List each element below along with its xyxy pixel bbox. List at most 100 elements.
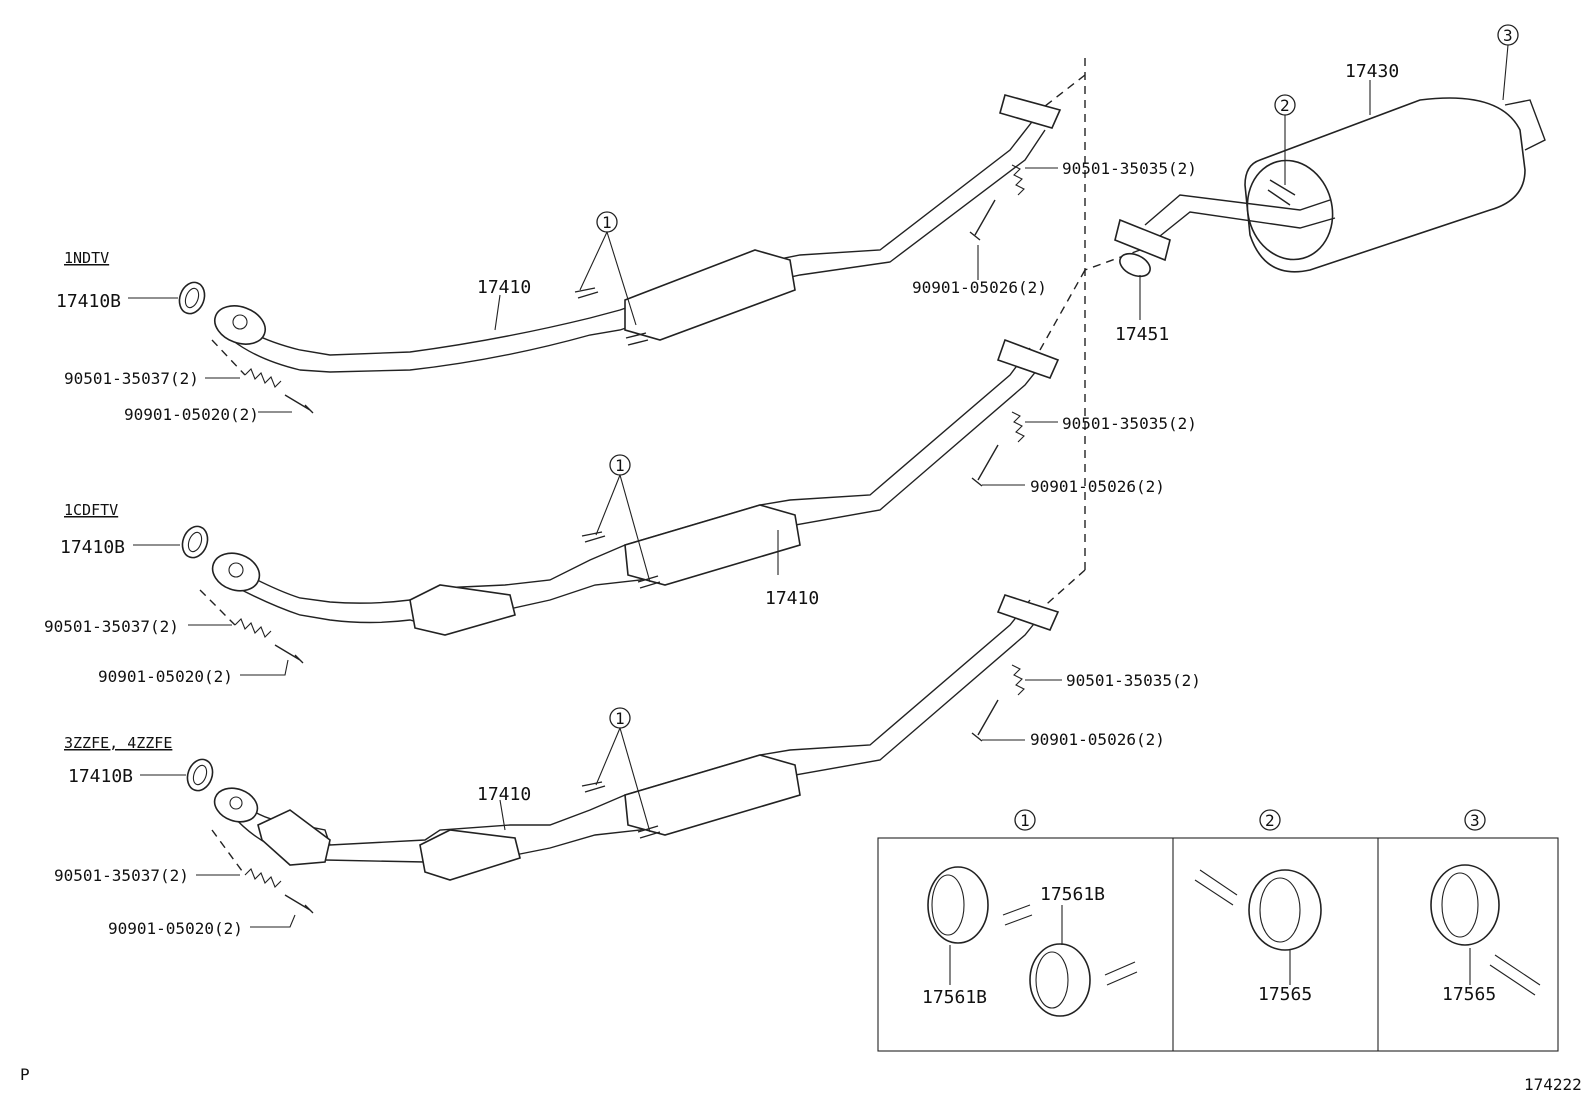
callout-number-1b: 1 <box>615 456 625 475</box>
dash-front-3 <box>211 829 246 876</box>
hanger-rod-3a <box>581 781 606 793</box>
callout-number-2: 2 <box>1280 96 1290 115</box>
callout-number-1a: 1 <box>602 213 612 232</box>
muffler-flange <box>1114 218 1171 262</box>
bolt-front-1-shape <box>284 394 314 414</box>
part-90501-35037-3: 90501-35037(2) <box>54 866 189 885</box>
front-flange-3 <box>213 787 259 823</box>
part-90501-35035-2: 90501-35035(2) <box>1062 414 1197 433</box>
rubber-hanger-4-face <box>1441 872 1479 938</box>
catalyst-3-front <box>257 809 331 866</box>
callout-leader-1c <box>595 727 651 833</box>
rear-flange-3 <box>996 594 1060 631</box>
leader-bolt-f-3 <box>250 914 296 928</box>
catalyst-body-1 <box>624 249 796 341</box>
part-90501-35035-1: 90501-35035(2) <box>1062 159 1197 178</box>
part-17565-b: 17565 <box>1442 984 1496 1005</box>
part-90901-05020-3: 90901-05020(2) <box>108 919 243 938</box>
flange-hole-1 <box>232 314 248 330</box>
part-17410-2: 17410 <box>765 588 819 609</box>
rubber-hanger-3-face <box>1259 877 1301 943</box>
dash-link-3 <box>1039 569 1086 611</box>
spring-front-3-shape <box>244 868 282 888</box>
bolt-front-2-shape <box>274 644 304 664</box>
callout-number-1c: 1 <box>615 709 625 728</box>
part-17561b-a: 17561B <box>1040 884 1105 905</box>
engine-label-2: 1CDFTV <box>64 501 118 519</box>
part-90901-05026-2: 90901-05026(2) <box>1030 477 1165 496</box>
gasket-ring-2-inner <box>187 531 203 553</box>
engine-label-1: 1NDTV <box>64 249 109 267</box>
gasket-ring-1-inner <box>184 287 200 309</box>
front-pipe-2-b <box>231 359 1046 631</box>
detail-callout-1 <box>1014 809 1036 831</box>
catalyst-3a <box>419 829 521 881</box>
hanger-rod-2b <box>637 575 661 589</box>
part-17410b-3: 17410B <box>68 766 133 787</box>
gasket-ring-2 <box>181 525 209 559</box>
front-flange-1 <box>214 305 266 345</box>
front-pipe-2 <box>237 347 1031 604</box>
hanger-rod-1b <box>625 332 649 346</box>
part-90901-05026-1: 90901-05026(2) <box>912 278 1047 297</box>
rubber-hanger-1 <box>927 866 989 944</box>
figure-number: 174222 <box>1524 1075 1582 1094</box>
rear-flange-2 <box>996 338 1060 379</box>
hanger-rod-detail-1 <box>1002 904 1033 926</box>
engine-label-3: 3ZZFE, 4ZZFE <box>64 734 172 752</box>
dash-link-2 <box>1039 269 1086 351</box>
flange-hole-2 <box>228 562 244 578</box>
callout-leader-1b <box>595 474 651 583</box>
part-17565-a: 17565 <box>1258 984 1312 1005</box>
front-pipe-1-b <box>231 129 1046 373</box>
callout-number-3: 3 <box>1503 26 1513 45</box>
detail-number-1: 1 <box>1020 811 1030 830</box>
catalyst-3b <box>624 754 801 836</box>
detail-number-2: 2 <box>1265 811 1275 830</box>
catalyst-2b <box>624 504 801 586</box>
detail-box <box>877 809 1559 1052</box>
part-90501-35037-2: 90501-35037(2) <box>44 617 179 636</box>
assembly-3zzfe-4zzfe <box>140 594 1062 928</box>
part-17410b-2: 17410B <box>60 537 125 558</box>
part-90901-05020-2: 90901-05020(2) <box>98 667 233 686</box>
part-17451: 17451 <box>1115 324 1169 345</box>
rear-flange-1 <box>999 94 1062 129</box>
part-17410-3: 17410 <box>477 784 531 805</box>
spring-front-1-shape <box>244 368 282 388</box>
muffler-hanger-rod <box>1267 179 1296 206</box>
rubber-hanger-2-face <box>1035 951 1069 1009</box>
assembly-1ndtv <box>128 94 1062 414</box>
detail-callout-2 <box>1259 809 1281 831</box>
callout-leader-3 <box>1502 44 1509 101</box>
hanger-rod-detail-4 <box>1489 954 1541 996</box>
hanger-rod-detail-2 <box>1104 961 1138 986</box>
tail-pipe <box>1144 194 1336 241</box>
part-90901-05026-3: 90901-05026(2) <box>1030 730 1165 749</box>
part-17410-1: 17410 <box>477 277 531 298</box>
detail-number-3: 3 <box>1470 811 1480 830</box>
assembly-1cdftv <box>133 338 1060 676</box>
part-17561b-b: 17561B <box>922 987 987 1008</box>
detail-callout-3 <box>1464 809 1486 831</box>
part-90501-35037-1: 90501-35037(2) <box>64 369 199 388</box>
bolt-rear-3-shape <box>971 699 999 742</box>
spring-rear-1-shape <box>1011 164 1025 196</box>
callout-leader-1a <box>579 231 637 326</box>
bolt-rear-1-shape <box>969 199 996 241</box>
rubber-hanger-1-face <box>931 874 965 936</box>
part-17430: 17430 <box>1345 61 1399 82</box>
gasket-ring-3 <box>186 758 214 792</box>
part-90501-35035-3: 90501-35035(2) <box>1066 671 1201 690</box>
hanger-rod-detail-3 <box>1194 869 1238 906</box>
part-90901-05020-1: 90901-05020(2) <box>124 405 259 424</box>
dash-link-1 <box>1039 74 1086 111</box>
part-17410b-1: 17410B <box>56 291 121 312</box>
leader-pipe-3 <box>499 799 506 831</box>
bolt-rear-2-shape <box>971 444 999 487</box>
hanger-rod-2a <box>581 531 606 543</box>
spring-rear-3-shape <box>1011 664 1025 696</box>
bolt-front-3-shape <box>284 894 314 914</box>
gasket-ring-1 <box>178 281 206 315</box>
corner-mark: P <box>20 1065 30 1084</box>
